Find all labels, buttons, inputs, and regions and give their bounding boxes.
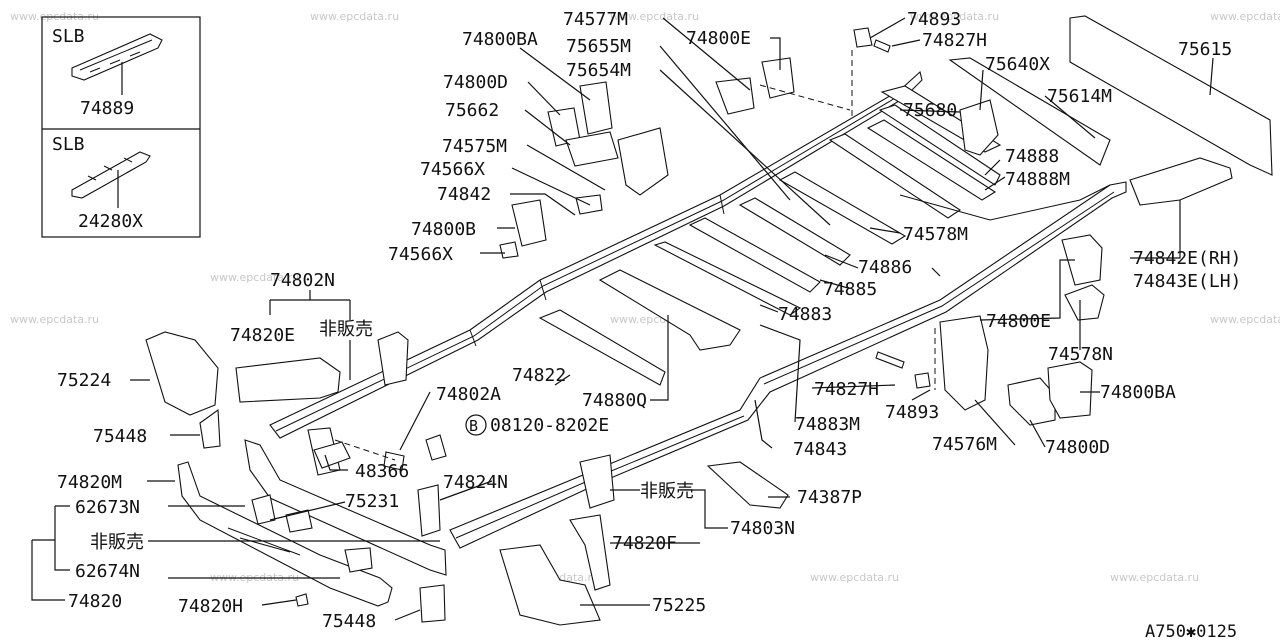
part-74827H-top-label[interactable]: 74827H	[922, 30, 987, 51]
part-74885-label[interactable]: 74885	[823, 279, 877, 300]
non-sale-label-2: 非販売	[640, 481, 694, 502]
part-74820-label[interactable]: 74820	[68, 591, 122, 612]
part-75654M-label[interactable]: 75654M	[566, 60, 631, 81]
watermark: www.epcdata.ru	[1210, 313, 1280, 326]
part-74800BA-label[interactable]: 74800BA	[1100, 382, 1176, 403]
part-74820F-label[interactable]: 74820F	[612, 533, 677, 554]
inset-frame	[41, 16, 201, 238]
part-labels: 74577M 74800E 74893 74827H 75615 74800BA…	[57, 9, 1241, 632]
part-75224-label[interactable]: 75224	[57, 370, 111, 391]
part-24280X-label[interactable]: 24280X	[78, 211, 143, 232]
part-74886-label[interactable]: 74886	[858, 257, 912, 278]
watermark: www.epcdata.ru	[810, 571, 899, 584]
watermark: www.epcdata.ru	[10, 313, 99, 326]
part-74800E-label[interactable]: 74800E	[986, 311, 1051, 332]
part-74387P-label[interactable]: 74387P	[797, 487, 862, 508]
part-75655M-label[interactable]: 75655M	[566, 36, 631, 57]
frame-left-rail	[269, 70, 923, 439]
part-62673N-label[interactable]: 62673N	[75, 497, 140, 518]
part-74888M-label[interactable]: 74888M	[1005, 169, 1070, 190]
bolt-marker: B	[465, 414, 487, 436]
part-74843-label[interactable]: 74843	[793, 439, 847, 460]
part-75448-top-label[interactable]: 75448	[93, 426, 147, 447]
non-sale-label-1: 非販売	[319, 319, 373, 340]
part-08120-8202E-label[interactable]: 08120-8202E	[490, 415, 609, 436]
part-74576M-label[interactable]: 74576M	[932, 434, 997, 455]
part-24280X-shape	[71, 151, 151, 199]
diagram-code: A750✱0125	[1145, 622, 1237, 640]
part-74800E-top-label[interactable]: 74800E	[686, 28, 751, 49]
part-75231-label[interactable]: 75231	[345, 491, 399, 512]
part-74883-label[interactable]: 74883	[778, 304, 832, 325]
bolt-marker-letter: B	[469, 417, 478, 435]
part-74843E-label[interactable]: 74843E(LH)	[1133, 271, 1241, 292]
watermark: www.epcdata.ru	[1110, 571, 1199, 584]
watermark: www.epcdata.ru	[610, 10, 699, 23]
part-74842E-label[interactable]: 74842E(RH)	[1133, 248, 1241, 269]
part-74800D-top-label[interactable]: 74800D	[443, 72, 508, 93]
part-74566X-top-label[interactable]: 74566X	[420, 159, 485, 180]
part-74802A-label[interactable]: 74802A	[436, 384, 501, 405]
part-74842-label[interactable]: 74842	[437, 184, 491, 205]
dashed-guides	[334, 50, 936, 461]
part-74893-top-label[interactable]: 74893	[907, 9, 961, 30]
part-74889-label[interactable]: 74889	[80, 98, 134, 119]
part-74880Q-label[interactable]: 74880Q	[582, 390, 647, 411]
watermark: www.epcdata.ru	[910, 10, 999, 23]
watermark: www.epcdata.ru	[210, 271, 299, 284]
watermark: www.epcdata.ru	[1210, 10, 1280, 23]
part-74577M-label[interactable]: 74577M	[563, 9, 628, 30]
cross-members	[538, 15, 1273, 386]
part-48366-label[interactable]: 48366	[355, 461, 409, 482]
part-24280X-detail	[87, 157, 133, 181]
part-74800B-label[interactable]: 74800B	[411, 219, 476, 240]
part-75448-label[interactable]: 75448	[322, 611, 376, 632]
part-75615-label[interactable]: 75615	[1178, 39, 1232, 60]
part-74578M-label[interactable]: 74578M	[903, 224, 968, 245]
part-75662-label[interactable]: 75662	[445, 100, 499, 121]
part-74820H-label[interactable]: 74820H	[178, 596, 243, 617]
part-74827H-label[interactable]: 74827H	[814, 379, 879, 400]
part-74578N-label[interactable]: 74578N	[1048, 344, 1113, 365]
part-74803N-label[interactable]: 74803N	[730, 518, 795, 539]
part-75614M-label[interactable]: 75614M	[1047, 86, 1112, 107]
inset-bottom-variant: SLB	[52, 134, 85, 155]
part-74824N-label[interactable]: 74824N	[443, 472, 508, 493]
leaders	[31, 17, 1214, 621]
part-74893-label[interactable]: 74893	[885, 402, 939, 423]
part-74575M-label[interactable]: 74575M	[442, 136, 507, 157]
part-75680-label[interactable]: 75680	[903, 100, 957, 121]
part-74889-shape	[71, 33, 163, 81]
part-75225-label[interactable]: 75225	[652, 595, 706, 616]
inset-top-variant: SLB	[52, 26, 85, 47]
watermark: www.epcdata.ru	[310, 10, 399, 23]
part-74820E-label[interactable]: 74820E	[230, 325, 295, 346]
part-74820M-label[interactable]: 74820M	[57, 472, 122, 493]
part-74889-detail	[79, 39, 153, 73]
part-74883M-label[interactable]: 74883M	[795, 414, 860, 435]
part-74800BA-top-label[interactable]: 74800BA	[462, 29, 538, 50]
part-74802N-label[interactable]: 74802N	[270, 270, 335, 291]
part-74800D-label[interactable]: 74800D	[1045, 437, 1110, 458]
part-74822-label[interactable]: 74822	[512, 365, 566, 386]
part-74888-label[interactable]: 74888	[1005, 146, 1059, 167]
part-75640X-label[interactable]: 75640X	[985, 54, 1050, 75]
part-62674N-label[interactable]: 62674N	[75, 561, 140, 582]
part-74566X-label[interactable]: 74566X	[388, 244, 453, 265]
non-sale-label-3: 非販売	[90, 532, 144, 553]
slb-inset: SLB SLB 74889 24280X	[41, 16, 201, 238]
